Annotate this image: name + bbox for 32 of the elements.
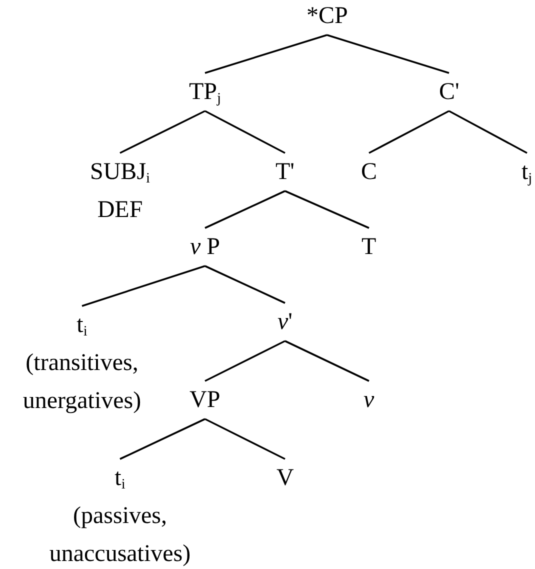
tree-branch: [448, 110, 528, 154]
tree-branch: [204, 418, 286, 460]
node-label: t$_{j}$: [522, 158, 532, 189]
node-label: *CP: [306, 2, 348, 31]
node-label: TP$_{j}$: [189, 78, 222, 109]
tree-branch: [284, 340, 370, 382]
node-label: t$_{i}$: [76, 311, 88, 342]
tree-branch: [204, 265, 286, 304]
tree-branch: [120, 418, 206, 460]
node-label: SUBJ$_{i}$: [90, 158, 150, 189]
node-label: C: [361, 158, 378, 187]
node-label: t$_{i}$: [114, 464, 126, 495]
tree-branch: [368, 110, 450, 154]
node-label: v': [278, 308, 292, 337]
node-label: T': [276, 158, 294, 187]
tree-branch: [204, 34, 328, 74]
node-label: T: [362, 233, 376, 262]
tree-branch: [284, 190, 370, 229]
tree-branch: [204, 190, 286, 229]
node-label: v: [364, 386, 374, 415]
node-note: DEF: [96, 196, 144, 225]
node-label: C': [439, 78, 460, 107]
node-note: (transitives, unergatives): [22, 349, 142, 416]
tree-branch: [120, 110, 206, 154]
tree-branch: [204, 110, 286, 154]
node-label: VP: [190, 386, 220, 415]
tree-branch: [326, 34, 450, 74]
node-label: V: [276, 464, 294, 493]
tree-branch: [82, 265, 206, 307]
node-note: (passives, unaccusatives): [48, 502, 192, 569]
tree-branch: [204, 340, 286, 382]
node-label: v P: [190, 233, 220, 262]
